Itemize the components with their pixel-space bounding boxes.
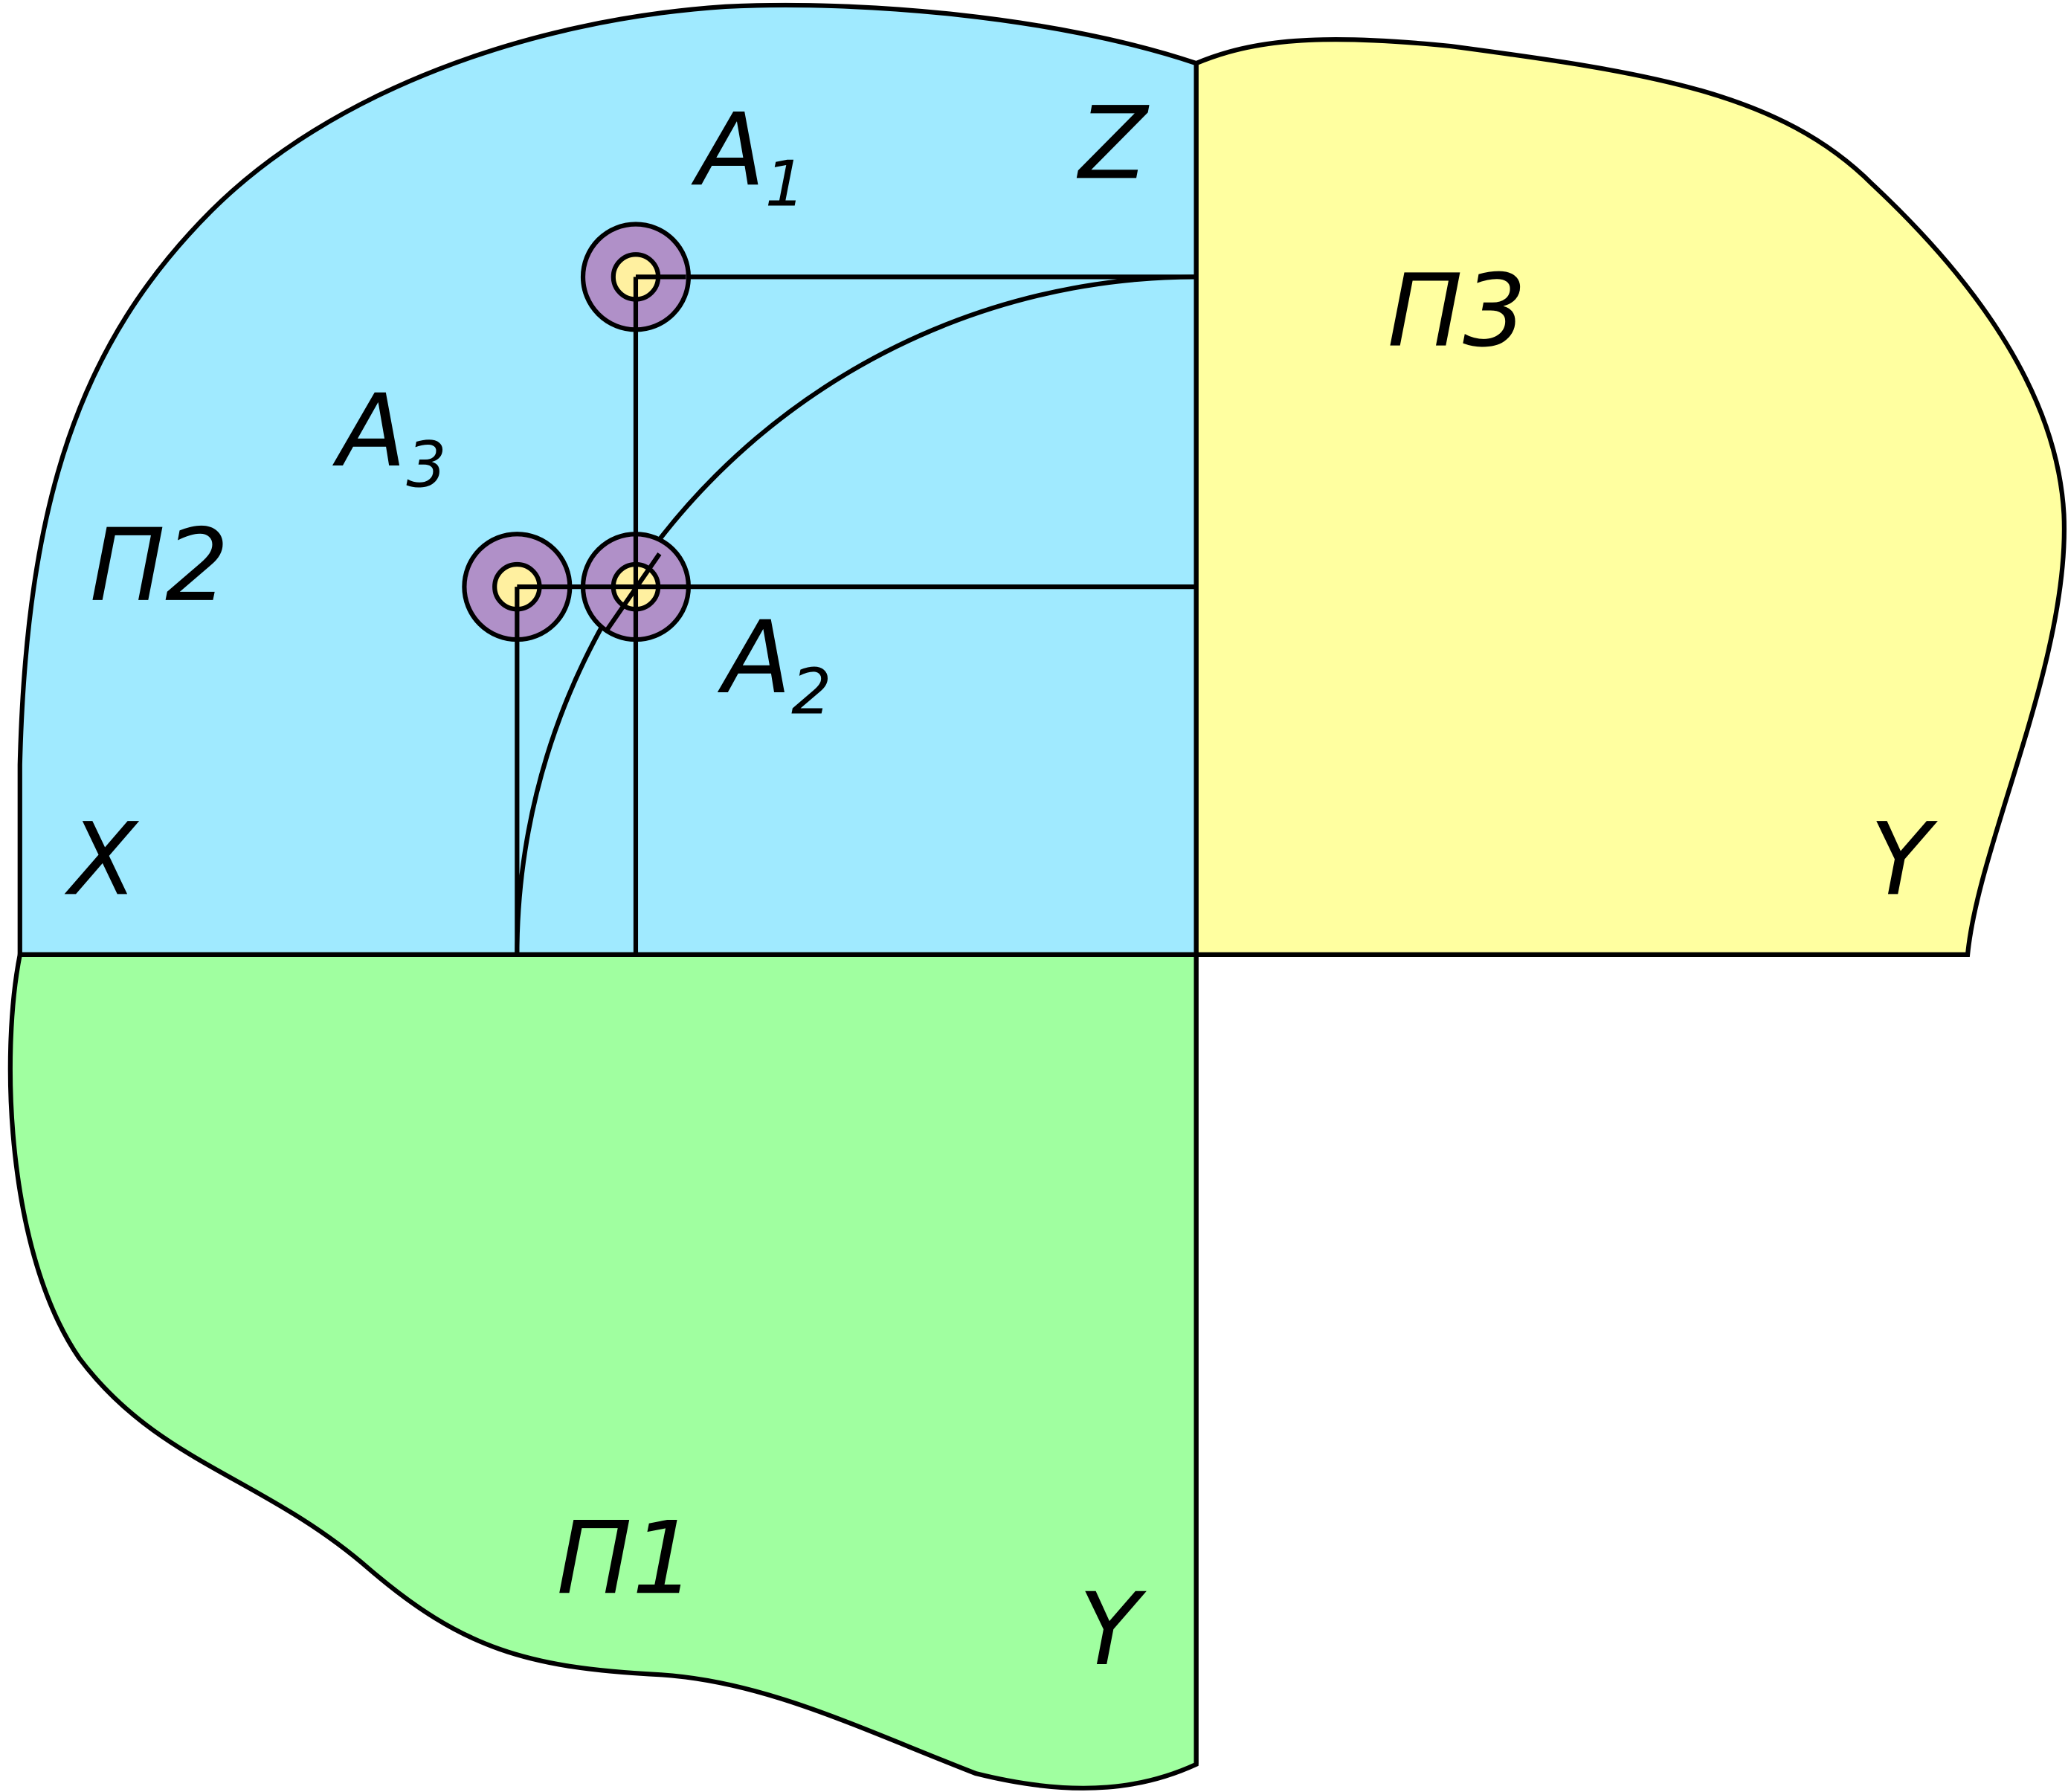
label-z-axis: Z — [1077, 85, 1150, 202]
label-plane-p1: П1 — [557, 1500, 696, 1617]
horizontal-plane-p1 — [7, 952, 1199, 1791]
transfer-arc — [515, 274, 1196, 955]
point-a1-marker — [580, 222, 691, 332]
label-a3: A3 — [332, 373, 446, 502]
frontal-plane-p2 — [17, 2, 1199, 958]
label-y-axis-right: Y — [1870, 801, 1939, 918]
profile-plane-p3 — [1194, 37, 2067, 958]
label-x-axis: X — [64, 801, 139, 918]
label-plane-p3: П3 — [1388, 253, 1527, 370]
label-a1: A1 — [691, 91, 805, 221]
point-a3-marker — [462, 532, 573, 642]
label-y-axis-bottom: Y — [1079, 1571, 1147, 1688]
point-a2-marker — [580, 532, 691, 642]
label-a2: A2 — [717, 599, 831, 729]
label-plane-p2: П2 — [90, 507, 229, 624]
